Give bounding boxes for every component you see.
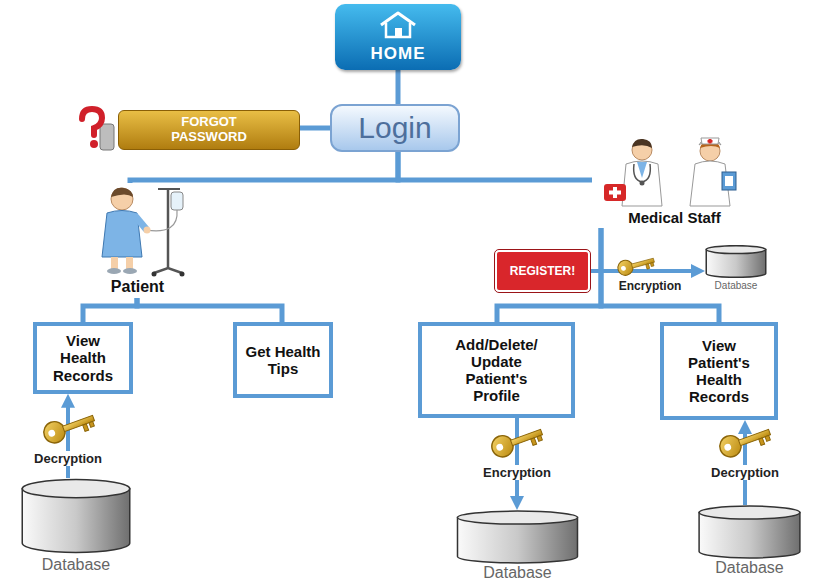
key-icon bbox=[614, 252, 658, 278]
node-text: Login bbox=[358, 111, 431, 145]
connector bbox=[601, 228, 719, 322]
key-icon bbox=[488, 422, 546, 460]
database-cylinder bbox=[455, 510, 580, 564]
node-text: REGISTER! bbox=[510, 264, 575, 278]
process-box: View Patient's Health Records bbox=[660, 322, 778, 420]
node-text: FORGOT PASSWORD bbox=[162, 115, 257, 145]
database-node: Database bbox=[705, 245, 767, 291]
node-text: Database bbox=[715, 280, 758, 291]
node-text: Add/Delete/ Update Patient's Profile bbox=[446, 336, 547, 405]
key-icon bbox=[40, 408, 98, 446]
database-node: Database bbox=[697, 505, 802, 577]
process-box: Get Health Tips bbox=[233, 322, 333, 398]
connector bbox=[398, 152, 592, 180]
key-icon bbox=[716, 422, 774, 460]
patient-role: Patient bbox=[80, 183, 195, 298]
node-text: Database bbox=[42, 556, 111, 574]
patient-figure bbox=[80, 183, 195, 278]
connector bbox=[137, 298, 282, 322]
node-text: View Health Records bbox=[43, 332, 123, 384]
edge-label: Decryption bbox=[32, 451, 104, 466]
medical-staff-role: Medical Staff bbox=[592, 136, 757, 228]
node-text: HOME bbox=[371, 44, 426, 64]
edge-label: Encryption bbox=[481, 465, 553, 480]
house-icon bbox=[378, 10, 418, 40]
node-text: Medical Staff bbox=[628, 209, 721, 226]
connector bbox=[590, 269, 693, 273]
connector bbox=[130, 152, 398, 183]
database-node: Database bbox=[455, 510, 580, 582]
login-button: Login bbox=[330, 104, 460, 152]
register-stamp: REGISTER! bbox=[495, 250, 590, 292]
node-text: Get Health Tips bbox=[243, 343, 323, 378]
node-text: Database bbox=[715, 559, 784, 577]
database-cylinder bbox=[20, 478, 132, 554]
connector bbox=[300, 126, 330, 131]
database-cylinder bbox=[705, 245, 767, 278]
node-text: View Patient's Health Records bbox=[670, 337, 768, 406]
connector bbox=[83, 298, 137, 322]
medical-staff-figure bbox=[592, 136, 757, 208]
connector bbox=[515, 418, 519, 498]
help-icon bbox=[76, 106, 118, 152]
process-box: View Health Records bbox=[33, 322, 133, 394]
forgot-password-button: FORGOT PASSWORD bbox=[118, 110, 300, 150]
edge-label: Decryption bbox=[709, 465, 781, 480]
process-box: Add/Delete/ Update Patient's Profile bbox=[418, 322, 575, 418]
node-text: Database bbox=[483, 564, 552, 582]
home-button: HOME bbox=[335, 4, 461, 70]
database-cylinder bbox=[697, 505, 802, 559]
connector bbox=[396, 70, 401, 104]
connector bbox=[66, 406, 70, 478]
edge-label: Encryption bbox=[617, 279, 684, 294]
database-node: Database bbox=[20, 478, 132, 574]
node-text: Patient bbox=[111, 278, 164, 296]
